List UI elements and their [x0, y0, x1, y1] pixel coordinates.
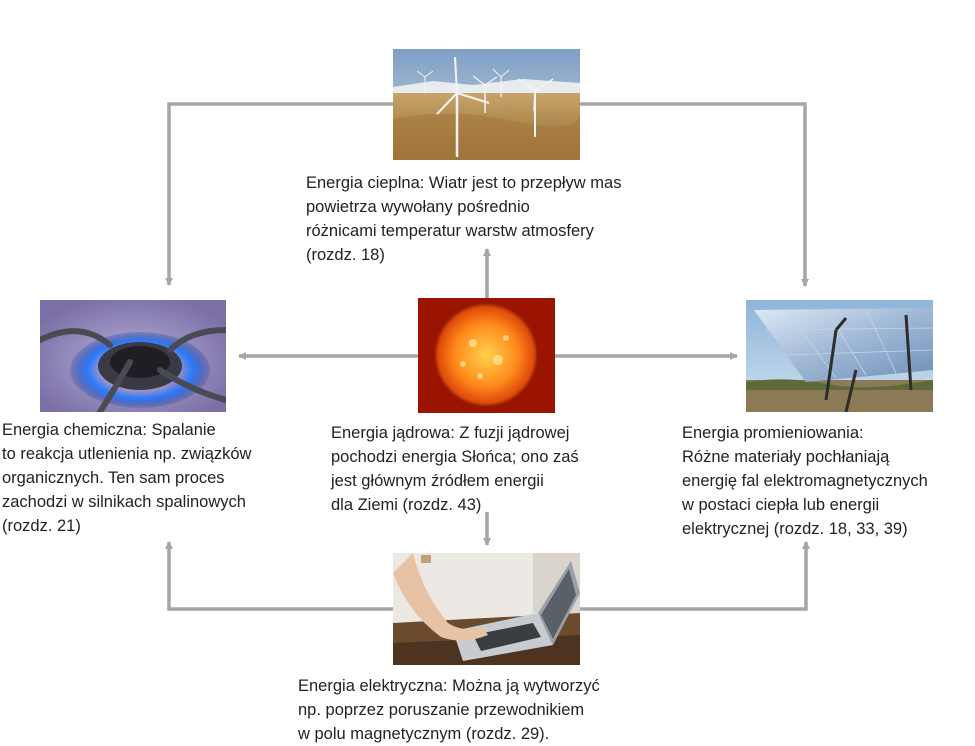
caption-line: Energia cieplna: Wiatr jest to przepływ …	[306, 174, 622, 192]
caption-line: zachodzi w silnikach spalinowych	[2, 493, 246, 511]
caption-line: (rozdz. 18)	[306, 246, 385, 264]
caption-line: energię fal elektromagnetycznych	[682, 472, 928, 490]
caption-line: np. poprzez poruszanie przewodnikiem	[298, 701, 585, 719]
caption-line: Energia jądrowa: Z fuzji jądrowej	[331, 424, 570, 442]
caption-line: Energia elektryczna: Można ją wytworzyć	[298, 677, 600, 695]
caption-line: Energia promieniowania:	[682, 424, 864, 442]
gas-burner-flame-photo	[40, 300, 226, 412]
wind-turbines-photo	[393, 49, 580, 160]
caption-line: pochodzi energia Słońca; ono zaś	[331, 448, 579, 466]
thermal-energy-caption: Energia cieplna: Wiatr jest to przepływ …	[306, 171, 621, 267]
arrow-thermal-to-radiant	[580, 102, 809, 287]
caption-line: różnicami temperatur warstw atmosfery	[306, 222, 594, 240]
caption-line: Różne materiały pochłaniają	[682, 448, 890, 466]
caption-line: dla Ziemi (rozdz. 43)	[331, 496, 482, 514]
laptop-typing-photo	[393, 553, 580, 665]
caption-line: to reakcja utlenienia np. związków	[2, 445, 252, 463]
sun-photo	[418, 298, 555, 413]
caption-line: powietrza wywołany pośrednio	[306, 198, 530, 216]
chemical-energy-caption: Energia chemiczna: Spalanie to reakcja u…	[2, 418, 251, 538]
caption-line: w postaci ciepła lub energii	[682, 496, 880, 514]
solar-concentrator-photo	[746, 300, 933, 412]
caption-line: Energia chemiczna: Spalanie	[2, 421, 216, 439]
caption-line: elektrycznej (rozdz. 18, 33, 39)	[682, 520, 908, 538]
radiant-energy-caption: Energia promieniowania: Różne materiały …	[682, 421, 928, 541]
electric-energy-caption: Energia elektryczna: Można ją wytworzyć …	[298, 674, 600, 746]
caption-line: organicznych. Ten sam proces	[2, 469, 225, 487]
arrow-electric-to-radiant	[580, 541, 810, 611]
arrow-thermal-to-chemical	[165, 102, 393, 286]
caption-line: (rozdz. 21)	[2, 517, 81, 535]
caption-line: jest głównym źródłem energii	[331, 472, 544, 490]
nuclear-energy-caption: Energia jądrowa: Z fuzji jądrowej pochod…	[331, 421, 579, 517]
arrow-electric-to-chemical	[165, 541, 393, 611]
caption-line: w polu magnetycznym (rozdz. 29).	[298, 725, 550, 743]
